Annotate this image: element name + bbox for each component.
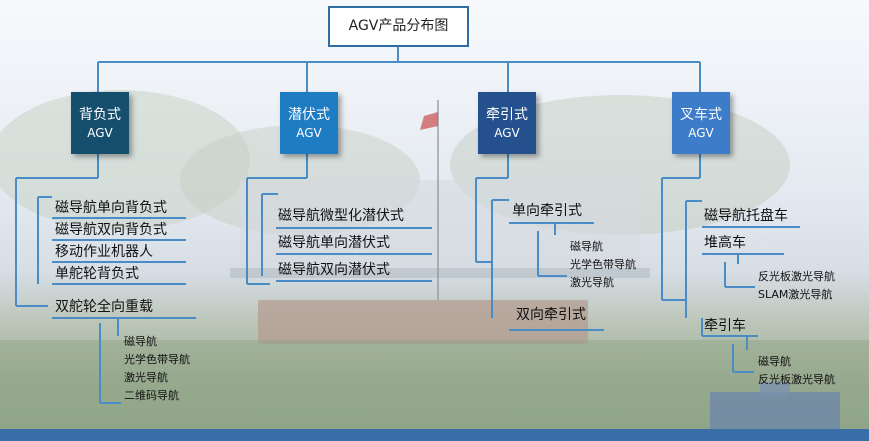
sub-item: 磁导航 <box>758 355 791 368</box>
category-box-backpack: 背负式 AGV <box>71 92 129 154</box>
list-item: 双向牵引式 <box>516 307 586 323</box>
category-suffix: AGV <box>688 125 714 140</box>
category-suffix: AGV <box>296 125 322 140</box>
list-item: 单向牵引式 <box>512 203 582 219</box>
list-item: 磁导航单向背负式 <box>55 200 167 216</box>
category-name: 潜伏式 <box>288 106 330 123</box>
category-box-latent: 潜伏式 AGV <box>280 92 338 154</box>
category-suffix: AGV <box>87 125 113 140</box>
category-box-forklift: 叉车式 AGV <box>672 92 730 154</box>
sub-item: 磁导航 <box>124 335 157 348</box>
list-item: 磁导航微型化潜伏式 <box>278 208 404 224</box>
sub-item: 光学色带导航 <box>570 258 636 271</box>
sub-item: 反光板激光导航 <box>758 373 835 386</box>
list-item: 单舵轮背负式 <box>55 266 139 282</box>
category-name: 背负式 <box>79 106 121 123</box>
list-item: 磁导航双向背负式 <box>55 222 167 238</box>
list-item: 堆高车 <box>704 235 746 251</box>
sub-item: 二维码导航 <box>124 389 179 402</box>
list-item: 磁导航双向潜伏式 <box>278 262 390 278</box>
footer-bar <box>0 429 869 441</box>
sub-item: 激光导航 <box>570 276 614 289</box>
sub-item: 反光板激光导航 <box>758 270 835 283</box>
category-box-towing: 牵引式 AGV <box>478 92 536 154</box>
list-item: 磁导航托盘车 <box>704 208 788 224</box>
sub-item: 光学色带导航 <box>124 353 190 366</box>
list-item: 移动作业机器人 <box>55 244 153 260</box>
sub-item: 激光导航 <box>124 371 168 384</box>
diagram-title: AGV产品分布图 <box>328 6 469 47</box>
list-item: 牵引车 <box>704 318 746 334</box>
sub-item: SLAM激光导航 <box>758 288 833 301</box>
list-item: 双舵轮全向重载 <box>55 299 153 315</box>
list-item: 磁导航单向潜伏式 <box>278 235 390 251</box>
category-name: 牵引式 <box>486 106 528 123</box>
category-suffix: AGV <box>494 125 520 140</box>
sub-item: 磁导航 <box>570 240 603 253</box>
category-name: 叉车式 <box>680 106 722 123</box>
